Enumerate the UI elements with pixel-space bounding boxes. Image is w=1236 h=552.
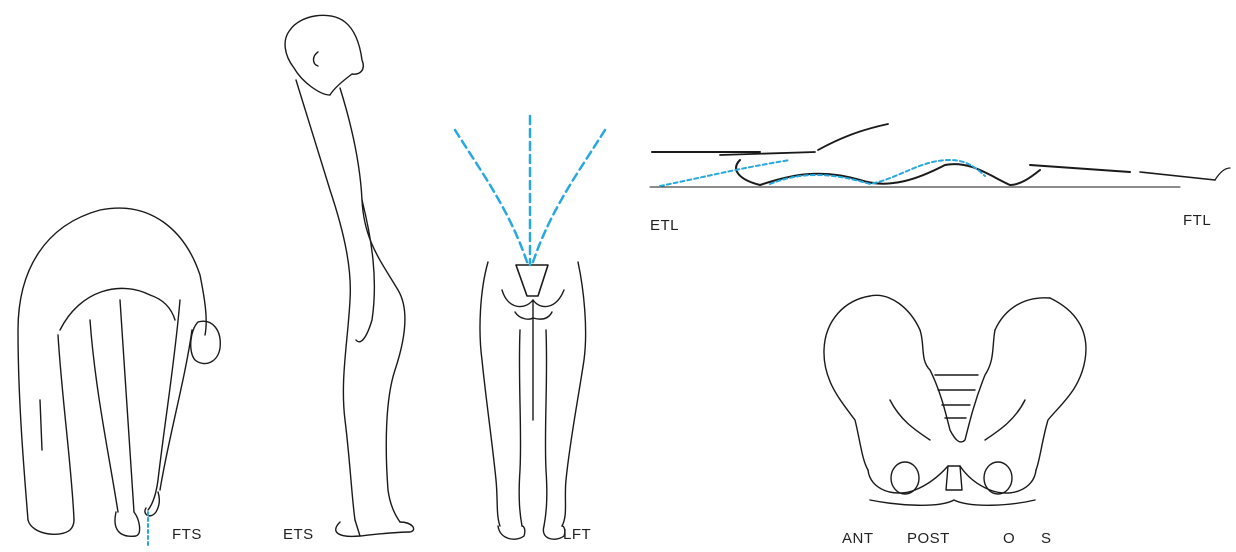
label-ets: ETS [283, 526, 314, 543]
label-lft: LFT [563, 526, 591, 543]
label-ftl: FTL [1183, 212, 1211, 229]
label-s: S [1041, 530, 1052, 547]
label-post: POST [907, 530, 950, 547]
label-fts: FTS [172, 526, 202, 543]
forward-bend-figure [18, 208, 220, 536]
lft-guide-lines [455, 116, 605, 265]
lying-figure [650, 124, 1230, 187]
label-o: O [1003, 530, 1015, 547]
extension-standing-figure [285, 15, 414, 536]
label-etl: ETL [650, 217, 679, 234]
pelvis-illustration [824, 295, 1086, 505]
label-ant: ANT [842, 530, 874, 547]
lateral-flexion-figure [480, 262, 586, 539]
